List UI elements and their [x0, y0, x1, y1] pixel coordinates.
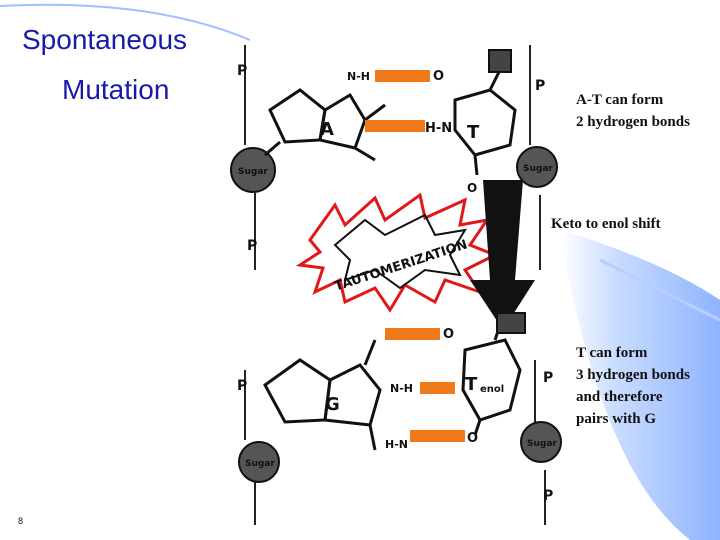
- blue-swoosh: [560, 230, 720, 540]
- thymine-ring: [453, 69, 517, 176]
- hn-group: H-N: [425, 121, 452, 136]
- tautomerization-diagram: P P P P P P Sugar Sugar Sugar Sugar: [230, 45, 562, 525]
- oxygen-atom: O: [443, 327, 454, 342]
- base-a-label: A: [320, 119, 334, 140]
- right-backbone: [529, 45, 546, 525]
- phosphate-label: P: [535, 78, 545, 94]
- slide-title-line2: Mutation: [62, 74, 170, 105]
- adenine-rings: [264, 88, 386, 162]
- hn-group: H-N: [385, 438, 408, 451]
- hydrogen-bond-bar: [410, 430, 465, 442]
- note-at-pair: A-T can form 2 hydrogen bonds: [576, 89, 690, 133]
- enol-tag: enol: [480, 384, 504, 395]
- hydrogen-bond-bar: [375, 70, 430, 82]
- page-number: 8: [18, 516, 24, 526]
- oxygen-atom: O: [467, 431, 478, 446]
- tautomerization-burst: TAUTOMERIZATION: [295, 192, 499, 313]
- shift-arrow: [470, 180, 535, 330]
- note-line: 3 hydrogen bonds: [576, 367, 690, 383]
- phosphate-label: P: [543, 370, 553, 386]
- note-keto-enol: Keto to enol shift: [551, 216, 661, 232]
- sugar-label: Sugar: [527, 439, 557, 449]
- slide-title-line1: Spontaneous: [22, 24, 188, 55]
- note-line: pairs with G: [576, 411, 657, 427]
- oxygen-atom: O: [467, 181, 477, 195]
- methyl-box: [496, 312, 526, 334]
- sugar-top-right: Sugar: [516, 146, 558, 188]
- sugar-label: Sugar: [238, 167, 268, 177]
- note-line: A-T can form: [576, 92, 664, 108]
- top-accent-curve: [0, 3, 251, 41]
- phosphate-label: P: [237, 63, 247, 79]
- sugar-top-left: Sugar: [230, 147, 276, 193]
- sugar-label: Sugar: [245, 459, 275, 469]
- hydrogen-bond-bar: [420, 382, 455, 394]
- note-line: and therefore: [576, 389, 663, 405]
- phosphate-label: P: [543, 488, 553, 504]
- guanine-rings: [263, 339, 382, 451]
- sugar-label: Sugar: [523, 164, 553, 174]
- note-line: T can form: [576, 345, 648, 361]
- note-line: 2 hydrogen bonds: [576, 114, 690, 130]
- sugar-bottom-left: Sugar: [238, 441, 280, 483]
- left-backbone: [244, 45, 256, 525]
- hydrogen-bond-bar: [385, 328, 440, 340]
- hydrogen-bond-bar: [365, 120, 425, 132]
- base-g-label: G: [325, 394, 340, 415]
- nh-group: N-H: [390, 382, 413, 395]
- phosphate-label: P: [247, 238, 257, 254]
- nh-group: N-H: [347, 70, 370, 83]
- oxygen-atom: O: [433, 69, 444, 84]
- phosphate-label: P: [237, 378, 247, 394]
- base-t-label: T: [467, 122, 480, 143]
- methyl-box: [488, 49, 512, 73]
- base-t-enol-label: T: [465, 374, 478, 395]
- note-tg-pair: T can form 3 hydrogen bonds and therefor…: [576, 342, 690, 430]
- sugar-bottom-right: Sugar: [520, 421, 562, 463]
